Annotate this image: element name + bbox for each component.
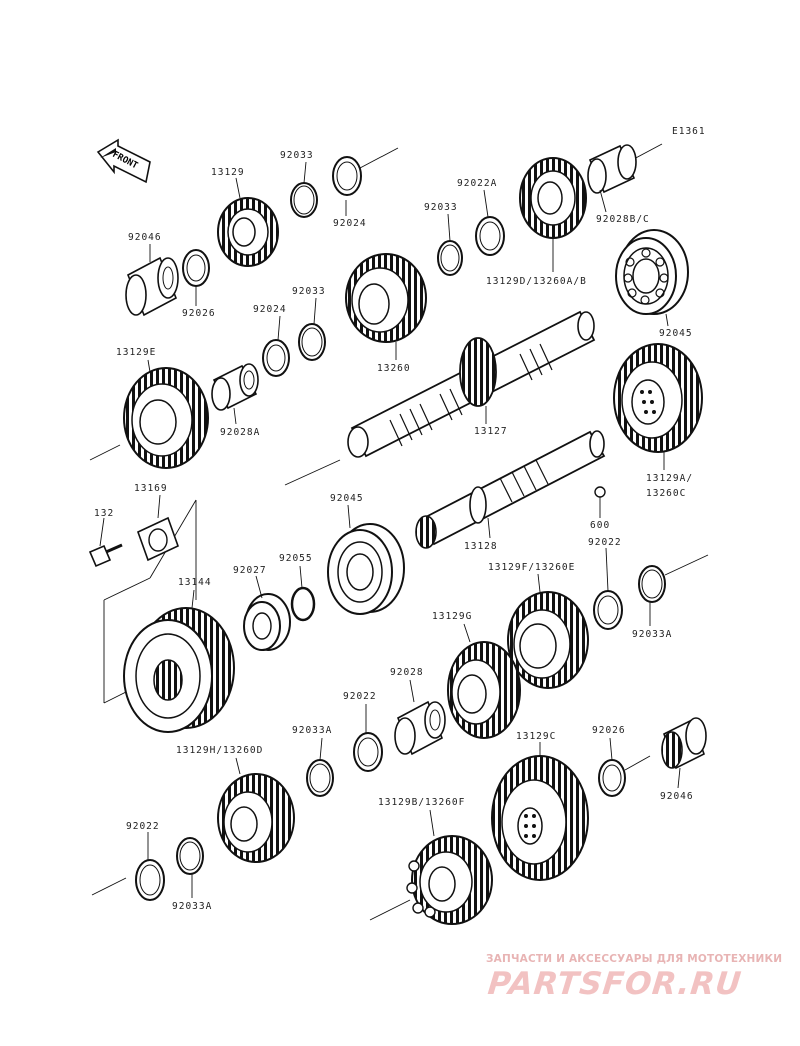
part-label-92045[interactable]: 92045 [330,493,364,504]
bearing-92045-top-icon [615,229,689,315]
washer-92022-a-icon [593,590,623,630]
part-label-92028[interactable]: 92028 [390,667,424,678]
shaft-13128-icon [415,430,606,549]
part-label-92026[interactable]: 92026 [182,308,216,319]
part-label-92055[interactable]: 92055 [279,553,313,564]
part-label-92033[interactable]: 92033 [424,202,458,213]
part-label-92022[interactable]: 92022 [588,537,622,548]
part-label-92028BC[interactable]: 92028B/C [596,214,650,225]
gear-13129B-icon [406,835,493,925]
gear-13129A-icon [613,343,703,453]
circlip-92033A-a-icon [638,565,666,603]
diagram-code: E1361 [672,126,706,137]
part-label-92028A[interactable]: 92028A [220,427,261,438]
hub-13144-icon [123,607,235,733]
plate-13169-icon [137,516,179,562]
part-label-92033A[interactable]: 92033A [292,725,333,736]
circlip-92033-b-icon [298,323,326,361]
part-label-13129C[interactable]: 13129C [516,731,557,742]
part-label-13260C[interactable]: 13260C [646,488,687,499]
oring-92055-icon [290,586,316,622]
part-label-13128[interactable]: 13128 [464,541,498,552]
circlip-92033A-c-icon [176,837,204,875]
part-label-13129G[interactable]: 13129G [432,611,473,622]
washer-92026-icon [182,249,210,287]
part-label-92046[interactable]: 92046 [128,232,162,243]
part-label-92033A[interactable]: 92033A [632,629,673,640]
gear-13260-icon [345,253,427,343]
washer-92022A-icon [475,216,505,256]
gear-13129G-icon [447,641,521,739]
washer-92022-c-icon [135,859,165,901]
watermark-subtitle: ЗАПЧАСТИ И АКСЕССУАРЫ ДЛЯ МОТОТЕХНИКИ [486,953,783,965]
part-label-92033[interactable]: 92033 [292,286,326,297]
watermark-logo: PARTSFOR.RU [486,966,744,1002]
part-label-92022[interactable]: 92022 [343,691,377,702]
circlip-92033-icon [290,182,318,218]
front-arrow-icon: FRONT [96,138,151,184]
gear-13129E-icon [123,367,209,469]
part-label-92026[interactable]: 92026 [592,725,626,736]
collar-92027-icon [243,593,291,651]
washer-92024-b-icon [262,339,290,377]
part-label-13260[interactable]: 13260 [377,363,411,374]
bolt-132-icon [88,543,123,568]
part-label-92027[interactable]: 92027 [233,565,267,576]
part-label-13144[interactable]: 13144 [178,577,212,588]
part-label-13129F[interactable]: 13129F/13260E [488,562,576,573]
circlip-92033A-b-icon [306,759,334,797]
part-label-13129E[interactable]: 13129E [116,347,157,358]
leader-lines [99,161,681,898]
bushing-92028A-icon [211,363,259,411]
gear-13129-icon [217,197,279,267]
part-label-13129A[interactable]: 13129A/ [646,473,694,484]
washer-92026-b-icon [598,759,626,797]
part-label-600[interactable]: 600 [590,520,611,531]
part-label-92033A[interactable]: 92033A [172,901,213,912]
gear-13129F-icon [507,591,589,689]
part-label-92024[interactable]: 92024 [333,218,367,229]
washer-92024-icon [332,156,362,196]
bearing-92045-mid-icon [327,523,405,615]
washer-92022-b-icon [353,732,383,772]
part-label-132[interactable]: 132 [94,508,115,519]
gear-13129D-icon [519,157,587,239]
axis-lines [89,143,709,921]
part-label-13129H[interactable]: 13129H/13260D [176,745,264,756]
part-label-13129[interactable]: 13129 [211,167,245,178]
gear-13129C-icon [491,755,589,881]
part-label-92022A[interactable]: 92022A [457,178,498,189]
part-label-92024[interactable]: 92024 [253,304,287,315]
bushing-92046-icon [125,256,179,317]
part-label-13129D[interactable]: 13129D/13260A/B [486,276,587,287]
part-label-92033[interactable]: 92033 [280,150,314,161]
part-label-92045[interactable]: 92045 [659,328,693,339]
circlip-92033-mid-icon [437,240,463,276]
part-label-92046[interactable]: 92046 [660,791,694,802]
part-label-13129B[interactable]: 13129B/13260F [378,797,466,808]
gear-13129H-icon [217,773,295,863]
part-label-92022[interactable]: 92022 [126,821,160,832]
part-label-13127[interactable]: 13127 [474,426,508,437]
bushing-92028-icon [394,700,446,756]
shaft-13127-icon [347,310,596,458]
bushing-92028BC-icon [587,144,637,194]
bushing-92046-b-icon [661,717,707,770]
part-label-13169[interactable]: 13169 [134,483,168,494]
